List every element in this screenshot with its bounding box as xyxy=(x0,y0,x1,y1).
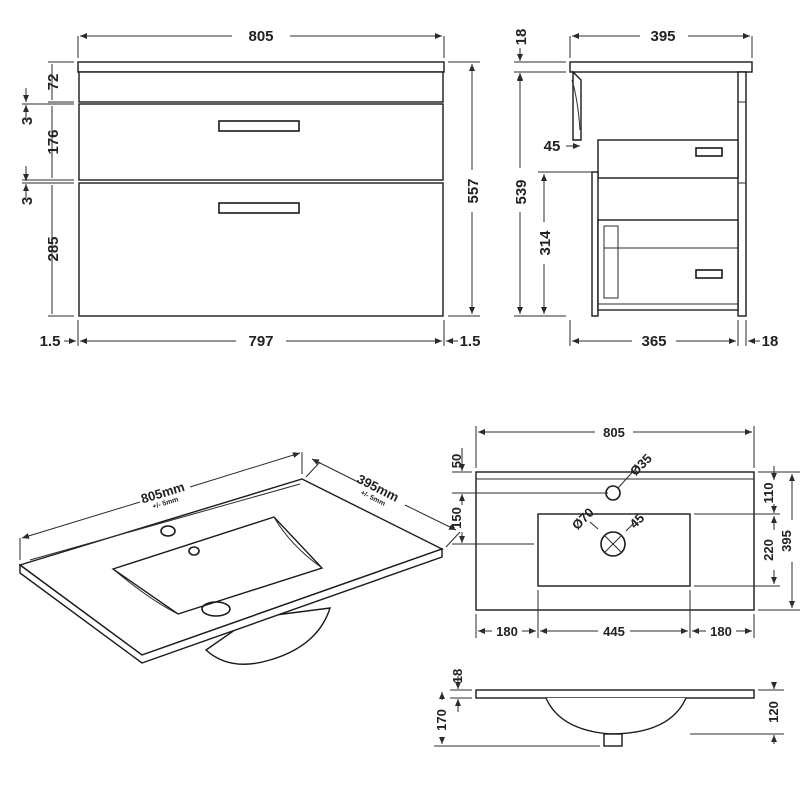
iso-basin-underside xyxy=(204,607,331,665)
section-rim xyxy=(475,689,755,699)
iso-overflow xyxy=(188,546,200,556)
front-view: 805 72 3 176 3 285 557 1.5 797 xyxy=(19,28,482,350)
front-drawer-1 xyxy=(78,103,444,181)
plan-bowl-offset: 150 xyxy=(449,507,464,529)
section-height: 170 xyxy=(434,709,449,731)
side-drawer-2-handle xyxy=(695,269,723,279)
dim-side-drawer: 314 xyxy=(537,230,554,256)
drawer-2-handle xyxy=(218,202,300,214)
dim-left-offset: 1.5 xyxy=(40,333,61,350)
side-drawer-2-back xyxy=(603,225,619,299)
front-worktop xyxy=(77,61,445,73)
front-drawer-2 xyxy=(78,182,444,317)
drawer-1-handle xyxy=(218,120,300,132)
section-waste xyxy=(603,733,623,747)
dim-right-offset: 1.5 xyxy=(460,333,481,350)
side-drawer-2 xyxy=(597,219,739,311)
side-view: 395 18 539 45 314 365 18 xyxy=(513,28,778,350)
dim-side-body-depth: 365 xyxy=(641,333,666,350)
dim-front-width: 805 xyxy=(248,28,273,45)
dim-gap-2: 3 xyxy=(19,197,36,205)
dim-side-handle: 45 xyxy=(544,138,561,155)
side-drawer-1-handle xyxy=(695,147,723,157)
plan-waste xyxy=(600,531,626,557)
dim-side-top: 18 xyxy=(513,29,530,46)
section-rim-thickness: 18 xyxy=(450,669,465,683)
dim-body-width: 797 xyxy=(248,333,273,350)
iso-tap-hole xyxy=(160,525,176,537)
plan-right-margin: 180 xyxy=(710,624,732,639)
basin-section: 18 170 120 xyxy=(434,669,784,747)
plan-back-edge: 50 xyxy=(449,454,464,468)
basin-isometric: 805mm +/- 5mm 395mm +/- 5mm xyxy=(18,452,461,665)
side-runner xyxy=(591,171,599,317)
plan-depth: 395 xyxy=(779,530,794,552)
plan-bowl xyxy=(537,513,691,587)
basin-plan: Ø35 Ø70 45 805 50 150 110 xyxy=(449,425,800,639)
iso-waste xyxy=(201,601,231,617)
section-bowl xyxy=(545,697,687,735)
dim-side-body: 539 xyxy=(513,179,530,204)
dim-drawer-2: 285 xyxy=(45,236,62,261)
section-bowl-height: 120 xyxy=(766,701,781,723)
side-door-front xyxy=(737,71,747,317)
iso-countertop-edge xyxy=(19,548,443,664)
dim-gap-1: 3 xyxy=(19,117,36,125)
dim-top-height: 72 xyxy=(45,74,62,91)
front-top-rail xyxy=(78,71,444,103)
dim-drawer-1: 176 xyxy=(45,129,62,154)
dim-side-depth: 395 xyxy=(650,28,675,45)
side-worktop xyxy=(569,61,753,73)
plan-bowl-to-front: 110 xyxy=(761,483,776,504)
plan-width: 805 xyxy=(603,425,625,440)
side-drawer-1 xyxy=(597,139,739,179)
dim-front-height: 557 xyxy=(465,178,482,203)
plan-bowl-width: 445 xyxy=(603,624,625,639)
plan-bowl-depth: 220 xyxy=(761,539,776,561)
plan-left-margin: 180 xyxy=(496,624,518,639)
dim-side-door: 18 xyxy=(762,333,779,350)
